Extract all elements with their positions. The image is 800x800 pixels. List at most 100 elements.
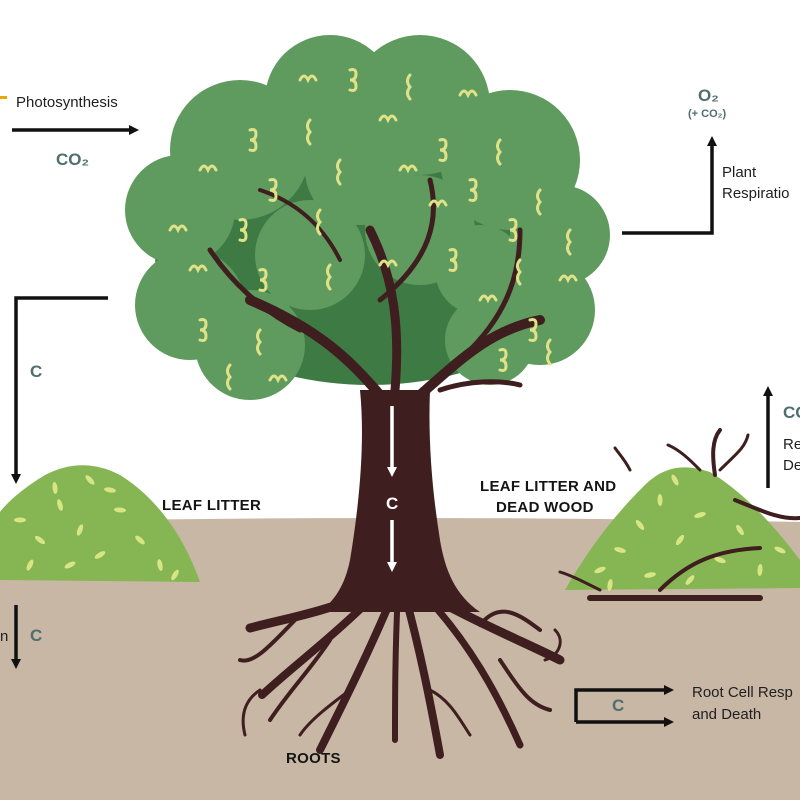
canopy-mark [516, 258, 522, 286]
photosynthesis-label: Photosynthesis [16, 94, 118, 111]
canopy-mark [268, 178, 278, 202]
litter-leaf [774, 546, 786, 554]
litter-leaf [694, 512, 706, 518]
litter-leaf [76, 524, 84, 536]
litter-leaf [52, 482, 58, 494]
branches-shape [207, 177, 545, 400]
leaf-litter-mound-right [565, 467, 800, 590]
litter-leaf [14, 517, 26, 523]
root-cell-label-line1: Root Cell Resp [692, 684, 793, 701]
plant-respiration-arrow [622, 136, 717, 235]
canopy-shape [125, 35, 610, 400]
canopy-mark [238, 218, 248, 242]
canopy-mark [566, 228, 572, 256]
canopy-mark [348, 68, 358, 92]
trunk-shape [320, 390, 480, 612]
canopy-mark [496, 138, 502, 166]
root-cell-arrow-top [574, 685, 674, 722]
canopy-mark [438, 138, 448, 162]
leaf-litter-texture [14, 474, 786, 591]
canopy-mark [458, 89, 478, 99]
canopy-texture [168, 68, 578, 391]
litter-leaf [644, 572, 656, 578]
canopy-mark [316, 208, 322, 236]
plant-respiration-label-line2: Respiratio [722, 185, 790, 202]
leaf-litter-mound-left [0, 465, 200, 582]
litter-leaf [607, 579, 613, 591]
canopy-mark [188, 264, 208, 274]
canopy-mark [268, 374, 288, 384]
canopy-mark [378, 259, 398, 269]
canopy-mark [198, 318, 208, 342]
canopy-mark [558, 274, 578, 284]
litter-leaf [34, 535, 46, 545]
canopy-mark [498, 348, 508, 372]
litter-leaf [657, 494, 663, 506]
canopy-mark [536, 188, 542, 216]
carbon-label-roots: C [612, 696, 625, 715]
litter-leaf [671, 474, 679, 486]
litter-leaf [675, 534, 685, 546]
carbon-partial-left-label: n [0, 628, 9, 645]
roots-shape [238, 575, 565, 759]
dead-wood-shape [558, 428, 800, 601]
canopy-mark [406, 73, 412, 101]
o2-note-label: (+ CO₂) [688, 108, 727, 120]
litter-leaf [26, 559, 34, 571]
flow-arrows [11, 125, 773, 727]
canopy-mark [528, 318, 538, 342]
canopy-mark [258, 268, 268, 292]
leaf-litter-dead-wood-label-line1: LEAF LITTER AND [480, 478, 617, 495]
sun-icon [0, 96, 7, 99]
canopy-mark [168, 224, 188, 234]
litter-leaf [85, 475, 95, 485]
plant-respiration-label-line1: Plant [722, 164, 757, 181]
litter-leaf [594, 566, 606, 574]
canopy-mark [546, 338, 552, 366]
canopy-mark [468, 178, 478, 202]
canopy-mark [226, 363, 232, 391]
litter-leaf [104, 487, 116, 493]
leaf-litter-dead-wood-label-line2: DEAD WOOD [496, 499, 594, 516]
canopy-mark [336, 158, 342, 186]
canopy-mark [508, 218, 518, 242]
o2-output-label: O₂ [698, 86, 719, 105]
carbon-label-below-litter: C [30, 626, 43, 645]
litter-leaf [685, 575, 695, 585]
leaf-litter-label: LEAF LITTER [162, 497, 262, 514]
litter-leaf [757, 564, 763, 576]
litter-leaf [171, 569, 179, 581]
litter-leaf [114, 507, 126, 513]
canopy-mark [398, 164, 418, 174]
litter-leaf [714, 556, 726, 564]
litter-leaf [157, 559, 163, 571]
carbon-label-left: C [30, 362, 43, 381]
litter-leaf [614, 547, 626, 553]
canopy-mark [306, 118, 312, 146]
litter-leaf [64, 561, 76, 569]
canopy-mark [378, 114, 398, 124]
canopy-mark [248, 128, 258, 152]
roots-label: ROOTS [286, 750, 341, 767]
canopy-mark [256, 328, 262, 356]
litter-leaf [635, 520, 645, 530]
litter-leaf [94, 551, 106, 559]
root-cell-label-line2: and Death [692, 706, 762, 723]
co2-input-label: CO₂ [56, 150, 90, 169]
canopy-mark [298, 74, 318, 84]
leaf-fall-arrow [11, 296, 108, 484]
right-respiration-label-line1: Re [783, 436, 800, 453]
right-respiration-label-line2: De [783, 457, 800, 474]
canopy-mark [448, 248, 458, 272]
litter-leaf [736, 524, 744, 536]
canopy-mark [198, 164, 218, 174]
canopy-mark [478, 294, 498, 304]
carbon-label-trunk: C [386, 494, 399, 513]
canopy-mark [428, 199, 448, 209]
co2-right-label: CO [783, 403, 800, 422]
litter-leaf [135, 535, 145, 545]
litter-leaf [57, 499, 63, 511]
canopy-mark [326, 263, 332, 291]
